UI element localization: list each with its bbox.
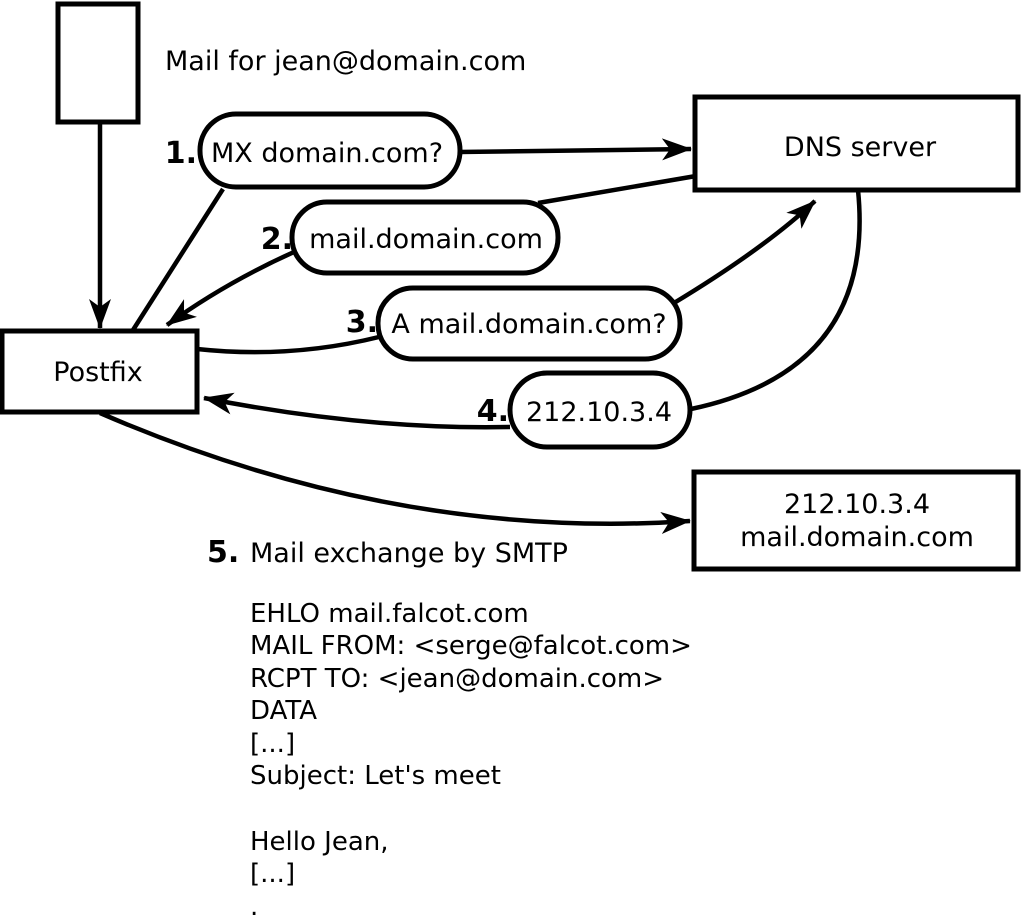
response2-label: mail.domain.com — [309, 224, 543, 255]
step3-number: 3. — [346, 305, 378, 340]
line-dns-to-response4 — [690, 189, 862, 412]
mail-server-label-host: mail.domain.com — [740, 522, 974, 553]
step1-number: 1. — [165, 136, 197, 171]
query3-pill — [375, 285, 683, 362]
dns-server-label: DNS server — [784, 132, 937, 163]
postfix-box — [0, 328, 200, 415]
line-postfix-to-query3 — [196, 334, 380, 355]
query1-label: MX domain.com? — [211, 138, 443, 169]
smtp-line: Subject: Let's meet — [250, 761, 501, 791]
smtp-transcript: EHLO mail.falcot.com MAIL FROM: <serge@f… — [250, 599, 692, 922]
envelope-shape — [55, 1, 141, 125]
smtp-line: Hello Jean, — [250, 827, 389, 857]
query3-label: A mail.domain.com? — [391, 309, 666, 340]
smtp-line: EHLO mail.falcot.com — [250, 599, 529, 629]
smtp-line: MAIL FROM: <serge@falcot.com> — [250, 631, 692, 661]
query1-pill — [197, 111, 463, 190]
step5-label: Mail exchange by SMTP — [250, 538, 568, 569]
line-postfix-to-query1 — [131, 187, 225, 332]
response2-pill — [289, 199, 561, 276]
postfix-label: Postfix — [53, 357, 142, 388]
connector-lines — [89, 122, 862, 534]
arrow-smtp-exchange — [99, 410, 691, 534]
step5-number: 5. — [207, 535, 239, 570]
response4-label: 212.10.3.4 — [526, 397, 672, 428]
smtp-line: . — [250, 892, 258, 919]
arrow-query1-to-dns — [458, 138, 692, 161]
dns-server-box — [692, 94, 1021, 193]
smtp-line: RCPT TO: <jean@domain.com> — [250, 664, 664, 694]
response4-pill — [507, 370, 693, 450]
step2-number: 2. — [261, 222, 293, 257]
mail-server-label-ip: 212.10.3.4 — [784, 489, 930, 520]
arrow-response2-to-postfix — [165, 249, 295, 327]
smtp-line: DATA — [250, 696, 317, 726]
smtp-line: [...] — [250, 729, 295, 759]
mail-server-box — [691, 469, 1021, 572]
step4-number: 4. — [477, 394, 509, 429]
smtp-line: [...] — [250, 859, 295, 889]
arrow-response4-to-postfix — [203, 392, 511, 430]
line-dns-to-response2 — [537, 173, 697, 206]
node-shapes — [0, 1, 1021, 572]
mail-source-note: Mail for jean@domain.com — [165, 46, 526, 77]
arrow-query3-to-dns — [672, 199, 817, 305]
